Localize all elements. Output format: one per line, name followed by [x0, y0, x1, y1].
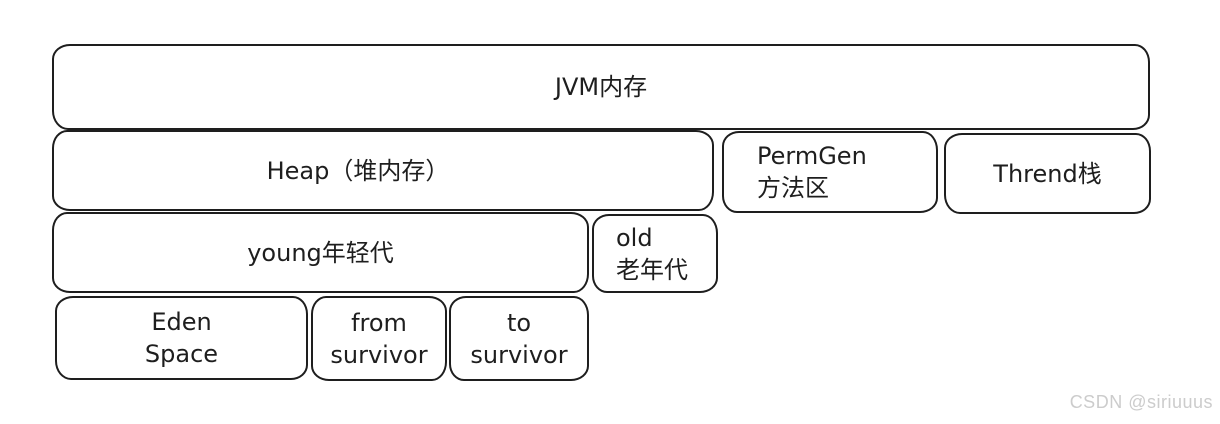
to-survivor-label-line1: to: [506, 308, 532, 337]
eden-space-label-line1: Eden: [151, 308, 212, 336]
csdn-watermark: CSDN @siriuuus: [1069, 392, 1213, 412]
young-generation-label: young年轻代: [247, 238, 394, 267]
box-to-survivor: to survivor: [449, 296, 589, 381]
box-permgen: PermGen 方法区: [722, 131, 938, 213]
old-generation-label-line2: 老年代: [616, 255, 688, 284]
permgen-label-line1: PermGen: [757, 142, 867, 170]
from-survivor-label-line1: from: [351, 308, 407, 337]
box-jvm-memory: JVM内存: [52, 44, 1150, 130]
thread-stack-label: Thrend栈: [993, 159, 1102, 188]
from-survivor-label-line2: survivor: [330, 340, 428, 369]
jvm-memory-label: JVM内存: [554, 73, 648, 101]
box-eden-space: Eden Space: [55, 296, 308, 380]
eden-space-label-line2: Space: [144, 340, 219, 368]
heap-label: Heap（堆内存）: [266, 156, 450, 185]
box-heap: Heap（堆内存）: [52, 130, 714, 211]
to-survivor-label-line2: survivor: [470, 340, 568, 369]
box-young-generation: young年轻代: [52, 212, 589, 293]
permgen-label-line2: 方法区: [757, 174, 829, 202]
old-generation-label-line1: old: [616, 223, 653, 252]
box-from-survivor: from survivor: [311, 296, 447, 381]
box-thread-stack: Thrend栈: [944, 133, 1151, 214]
box-old-generation: old 老年代: [592, 214, 718, 293]
